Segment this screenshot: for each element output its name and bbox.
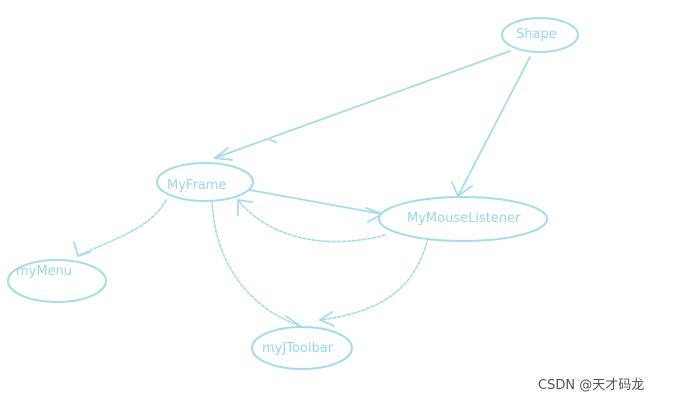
node-mymouselistener-ellipse xyxy=(378,196,548,242)
edge-mymouselistener-myframe xyxy=(237,199,386,243)
edge-shape-myframe xyxy=(214,50,511,159)
arrowhead-mymouselistener-myframe xyxy=(237,198,253,216)
node-mymenu[interactable]: myMenu xyxy=(7,259,107,303)
node-shape[interactable]: Shape xyxy=(501,17,579,53)
watermark-text: CSDN @天才码龙 xyxy=(538,378,644,393)
edge-shape-mymouselistener xyxy=(457,56,531,197)
node-shape-label: Shape xyxy=(516,27,557,42)
arrowhead-myframe-mymenu xyxy=(73,241,91,258)
edge-myframe-myjtoolbar xyxy=(211,199,301,327)
node-myjtoolbar[interactable]: myJToolbar xyxy=(251,326,353,370)
node-mymouselistener-label: MyMouseListener xyxy=(407,211,521,226)
node-myjtoolbar-label: myJToolbar xyxy=(262,341,334,356)
node-shape-ellipse xyxy=(501,17,579,53)
arrowhead-mymouselistener-myjtoolbar xyxy=(318,311,335,327)
edge-mymouselistener-myjtoolbar xyxy=(319,237,429,321)
node-myframe-ellipse xyxy=(156,162,254,202)
edge-myframe-mymenu xyxy=(77,199,167,257)
node-myframe[interactable]: MyFrame xyxy=(156,162,254,202)
node-myframe-label: MyFrame xyxy=(167,178,226,193)
arrowhead-shape-mymouselistener xyxy=(451,181,473,198)
node-mymenu-label: myMenu xyxy=(16,264,72,279)
node-myjtoolbar-ellipse xyxy=(251,326,353,370)
node-mymouselistener[interactable]: MyMouseListener xyxy=(378,196,548,242)
arrowhead-shape-myframe xyxy=(212,139,277,161)
edges xyxy=(73,50,531,332)
edge-myframe-mymouselistener xyxy=(249,189,383,215)
node-mymenu-ellipse xyxy=(7,259,107,303)
